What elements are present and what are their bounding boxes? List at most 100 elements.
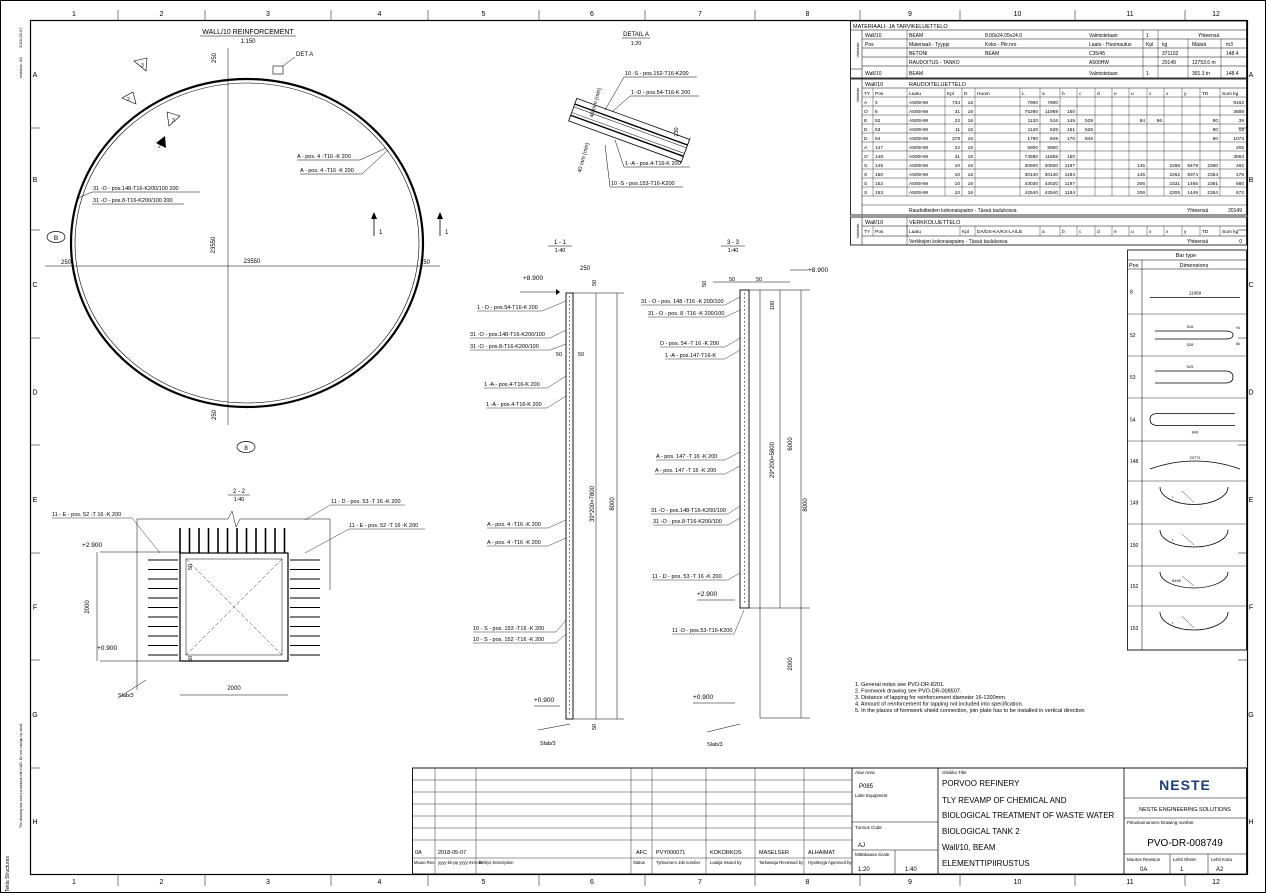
rebar-cell: 8	[875, 109, 878, 115]
rebar-cell: 7900	[1047, 100, 1058, 106]
sec11-label-7: A - pos. 4 -T16 -K 200	[487, 540, 541, 546]
row-marker-left: E	[33, 497, 38, 504]
detail-label-4: 10 -S - pos.153-T16-K200	[611, 181, 675, 187]
sec11-top-level: +8.900	[523, 275, 543, 282]
rebar-cell: A500HW	[909, 172, 929, 178]
tb-h-status: Status	[633, 860, 645, 865]
sec22-title: 2 - 2	[233, 489, 246, 495]
rebar-cell: 147	[875, 145, 883, 151]
materials-total-cell: BEAM	[909, 71, 923, 77]
tb-job: PVY000071	[656, 850, 685, 856]
row-marker-left: H	[32, 819, 37, 826]
rebar-cell: 8374	[1187, 172, 1198, 178]
materials-cell: Valmistetaan	[1089, 33, 1118, 39]
rebar-cell: 16	[968, 190, 974, 196]
rebar-col-header: TD	[1202, 91, 1209, 97]
plan-label-a1: A - pos. 4 -T16 -K 200	[297, 154, 351, 160]
rebar-cell: 52	[875, 118, 881, 124]
rebar-cell: O	[864, 154, 868, 160]
tb-title-1: PORVOO REFINERY	[942, 779, 1020, 788]
rebar-cell: 54	[875, 136, 881, 142]
materials-cell: BETONI	[909, 51, 928, 57]
rebar-cell: A500HW	[909, 181, 929, 187]
rebar-cell: 2305	[1169, 190, 1180, 196]
rebar-col-header: v	[1149, 92, 1152, 97]
col-marker-top: 11	[1126, 11, 1133, 18]
rebar-cell: 5900	[1027, 145, 1038, 151]
rebar-col-header: TY	[864, 91, 871, 97]
bartype-pos: 8	[1130, 290, 1133, 296]
rebar-col-header: c	[1079, 92, 1082, 97]
sec22-level-bot: +0.900	[97, 645, 117, 652]
rebar-cell: 1790	[1027, 136, 1038, 142]
plan-title: WALL/10 REINFORCEMENT	[202, 29, 294, 36]
mesh-col-header: a	[1042, 230, 1045, 235]
rebar-cell: 528	[1085, 118, 1093, 124]
mesh-mark: Wall/10	[865, 220, 883, 226]
col-marker-top: 9	[908, 11, 912, 18]
rebar-cell: 16	[968, 154, 974, 160]
rebar-cell: 150	[1067, 154, 1075, 160]
col-marker-bottom: 2	[160, 879, 164, 886]
plan-cover-bottom: 250	[212, 409, 218, 420]
materials-total-cell: Valmistetaan	[1089, 71, 1118, 77]
materials-col-header: m3	[1226, 42, 1233, 48]
tb-h-date: yyyy-kk-pp yyyy-mm-dd	[438, 860, 483, 865]
rebar-cell: D	[864, 136, 868, 142]
detail-label-2: 1 -D - pos.54-T16-K 200	[631, 90, 690, 96]
rebar-cell: A	[864, 100, 868, 106]
sec33-label-10: 11 -D - pos.53-T16-K200	[672, 628, 732, 634]
rebar-cell: 10	[955, 172, 961, 178]
rebar-cell: 31	[955, 109, 961, 115]
sec22-label-1: 11 - E - pos. 52 -T 16 -K 200	[52, 512, 121, 518]
rebar-cell: 43020	[1025, 181, 1039, 187]
rebar-cell: 2391	[1207, 181, 1218, 187]
plan-cover-top: 250	[212, 52, 218, 63]
row-marker-right: E	[1249, 497, 1254, 504]
bartype-dim: 23771	[1189, 455, 1201, 460]
rebar-cell: 86	[1157, 118, 1163, 124]
sec33-leaders	[641, 296, 745, 635]
bartype-dim: r	[1172, 495, 1174, 500]
general-notes: 1. General notes see PVO-DR-8201.2. Form…	[855, 682, 1085, 714]
section-mark-1-right: 1	[445, 230, 449, 236]
plan-label-a2: A - pos. 4 -T16 -K 200	[300, 168, 354, 174]
sec33-v2000: 2000	[788, 657, 794, 671]
sec22-scale: 1:40	[234, 497, 245, 503]
rebar-cell: 22	[955, 145, 961, 151]
rebar-col-header: x	[1166, 92, 1169, 97]
tb-checked: MASELSER	[759, 850, 789, 856]
rebar-cell: 734	[952, 100, 960, 106]
col-marker-top: 6	[590, 11, 594, 18]
section-mark-3-b: 3	[172, 118, 175, 124]
detail-scale: 1:20	[631, 41, 642, 47]
tb-h-drawn: Laatija Issued by	[710, 860, 742, 865]
plan-label-o1: 31 -O - pos.148-T16-K200/100 200	[93, 186, 179, 192]
tb-title-4: BIOLOGICAL TANK 2	[942, 827, 1020, 836]
materials-col-header: kg	[1162, 42, 1168, 48]
rebar-cell: O	[864, 109, 868, 115]
rebar-cell: 10	[955, 163, 961, 169]
rebar-cell: 2286	[1169, 163, 1180, 169]
bartype-pos: 52	[1130, 333, 1136, 339]
sec11-spacing: 39*200=7800	[590, 485, 596, 522]
bartype-dim: 86	[1236, 342, 1240, 346]
bartype-dim: 94	[1236, 326, 1240, 330]
plan-detail-label: DET A	[296, 52, 313, 58]
sec11-slab: Slab/3	[540, 741, 556, 747]
section-mark-3-a: 3	[141, 63, 144, 69]
col-marker-bottom: 11	[1126, 879, 1133, 886]
sec11-label-4: 1 -A - pos.4-T16-K 200	[484, 382, 540, 388]
tb-h-job: Työnumero Job number	[656, 860, 701, 865]
rebar-cell: 150	[875, 172, 883, 178]
bartype-pos: 149	[1130, 501, 1139, 507]
rebar-cell: 1120	[1028, 118, 1039, 124]
col-marker-bottom: 1	[72, 879, 76, 886]
materials-total-cell: 391.3 tn	[1192, 71, 1210, 77]
plan-diameter-v: 23550	[211, 236, 217, 253]
col-marker-top: 12	[1212, 11, 1220, 18]
rebar-cell: 53	[875, 127, 881, 133]
